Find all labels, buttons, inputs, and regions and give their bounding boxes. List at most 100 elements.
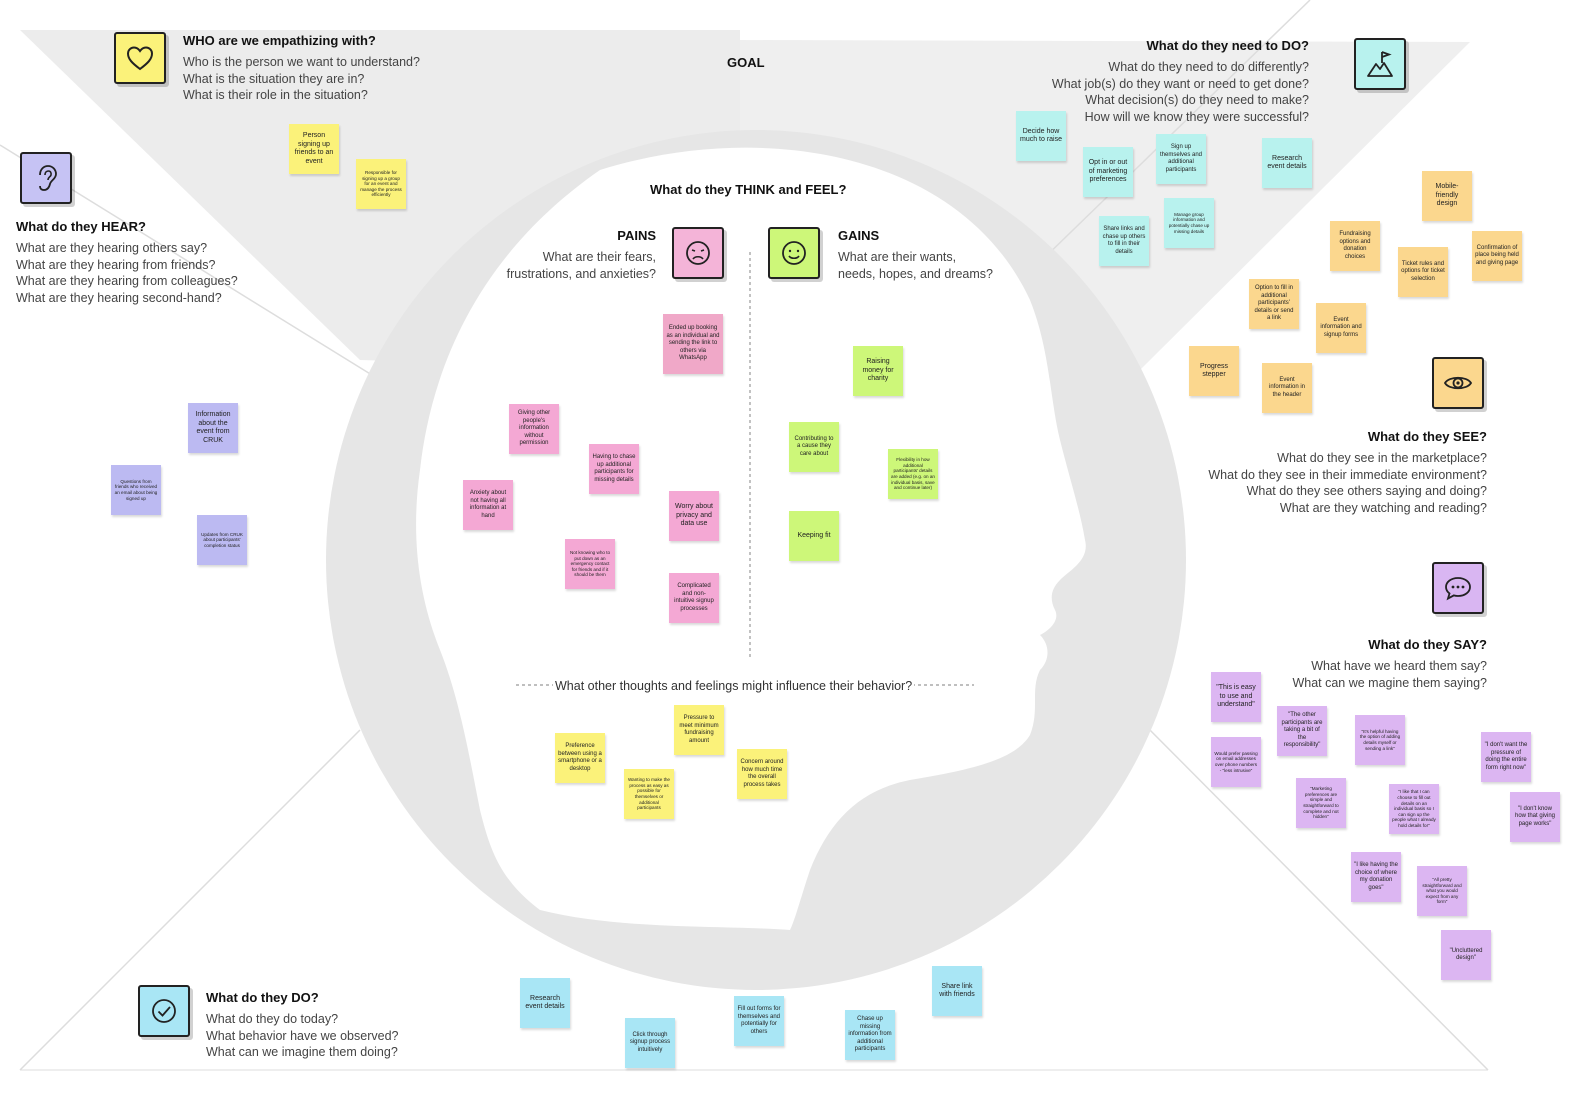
sticky-note[interactable]: Chase up missing information from additi… bbox=[845, 1010, 895, 1060]
sticky-note[interactable]: Event information in the header bbox=[1262, 363, 1312, 413]
sticky-note[interactable]: Complicated and non-intuitive signup pro… bbox=[669, 573, 719, 623]
hear-question: What are they hearing from friends? bbox=[16, 257, 216, 272]
sticky-note[interactable]: Not knowing who to put down as an emerge… bbox=[565, 539, 615, 589]
hear-icon-box bbox=[20, 152, 72, 204]
sticky-note[interactable]: Preference between using a smartphone or… bbox=[555, 733, 605, 783]
smile-face-icon bbox=[782, 241, 806, 265]
sticky-note[interactable]: Flexibility in how additional participan… bbox=[888, 449, 938, 499]
sticky-note[interactable]: Giving other people's information withou… bbox=[509, 404, 559, 454]
sticky-note[interactable]: Concern around how much time the overall… bbox=[737, 749, 787, 799]
gains-question: needs, hopes, and dreams? bbox=[838, 266, 993, 281]
sticky-note[interactable]: Ended up booking as an individual and se… bbox=[663, 314, 723, 374]
say-section: What do they SAY? What have we heard the… bbox=[1292, 637, 1487, 691]
sticky-note[interactable]: Mobile-friendly design bbox=[1422, 171, 1472, 221]
hear-question: What are they hearing others say? bbox=[16, 241, 208, 255]
see-section: What do they SEE? What do they see in th… bbox=[1208, 429, 1487, 516]
sticky-note[interactable]: Person signing up friends to an event bbox=[289, 124, 339, 174]
gains-question: What are their wants, bbox=[838, 250, 957, 264]
sticky-note[interactable]: Progress stepper bbox=[1189, 346, 1239, 396]
do-question: What can we imagine them doing? bbox=[206, 1045, 398, 1059]
pains-question: What are their fears, bbox=[542, 250, 656, 264]
see-question: What do they see in the marketplace? bbox=[1277, 451, 1487, 465]
do-section: What do they DO? What do they do today? … bbox=[206, 990, 398, 1061]
see-question: What do they see others saying and doing… bbox=[1246, 484, 1487, 498]
need-title: What do they need to DO? bbox=[1146, 38, 1310, 53]
need-question: What do they need to do differently? bbox=[1108, 60, 1309, 74]
who-title: WHO are we empathizing with? bbox=[183, 33, 376, 48]
goal-label: GOAL bbox=[727, 55, 765, 70]
ear-icon bbox=[39, 165, 57, 191]
sticky-note[interactable]: Responsible for signing up a group for a… bbox=[356, 159, 406, 209]
sticky-note[interactable]: Anxiety about not having all information… bbox=[463, 480, 513, 530]
gains-icon-box bbox=[768, 227, 820, 279]
divider-line bbox=[19, 729, 361, 1071]
sticky-note[interactable]: "I like having the choice of where my do… bbox=[1351, 852, 1401, 902]
sticky-note[interactable]: "I don't want the pressure of doing the … bbox=[1481, 732, 1531, 782]
sticky-note[interactable]: Sign up themselves and additional partic… bbox=[1156, 134, 1206, 184]
sticky-note[interactable]: Having to chase up additional participan… bbox=[589, 444, 639, 494]
sticky-note[interactable]: "All pretty straightforward and what you… bbox=[1417, 866, 1467, 916]
gains-section: GAINS What are their wants, needs, hopes… bbox=[838, 228, 993, 282]
hear-section: What do they HEAR? What are they hearing… bbox=[16, 219, 238, 306]
need-question: How will we know they were successful? bbox=[1084, 109, 1309, 124]
sticky-note[interactable]: Raising money for charity bbox=[853, 346, 903, 396]
sticky-note[interactable]: "The other participants are taking a bit… bbox=[1277, 706, 1327, 756]
sticky-note[interactable]: "This is easy to use and understand" bbox=[1211, 672, 1261, 722]
sticky-note[interactable]: "I don't know how that giving page works… bbox=[1510, 792, 1560, 842]
need-icon-box bbox=[1354, 38, 1406, 90]
sticky-note[interactable]: Contributing to a cause they care about bbox=[789, 422, 839, 472]
speech-bubble-icon bbox=[1445, 577, 1471, 601]
do-title: What do they DO? bbox=[206, 990, 319, 1005]
sticky-note[interactable]: Decide how much to raise bbox=[1016, 111, 1066, 161]
need-question: What job(s) do they want or need to get … bbox=[1051, 76, 1309, 91]
see-question: What do they see in their immediate envi… bbox=[1208, 467, 1487, 482]
flag-mountain-icon bbox=[1367, 51, 1393, 77]
divider-line bbox=[1139, 719, 1489, 1071]
say-question: What can we magine them saying? bbox=[1292, 675, 1487, 690]
pains-section: PAINS What are their fears, frustrations… bbox=[507, 228, 656, 282]
sticky-note[interactable]: Updates from CRUK about participants' co… bbox=[197, 515, 247, 565]
sticky-note[interactable]: Research event details bbox=[520, 978, 570, 1028]
sticky-note[interactable]: Opt in or out of marketing preferences bbox=[1083, 147, 1133, 197]
other-thoughts-title: What other thoughts and feelings might i… bbox=[553, 679, 915, 693]
sticky-note[interactable]: Share link with friends bbox=[932, 966, 982, 1016]
who-question: What is their role in the situation? bbox=[183, 88, 368, 102]
sticky-note[interactable]: "It's helpful having the option of addin… bbox=[1355, 715, 1405, 765]
sticky-note[interactable]: Pressure to meet minimum fundraising amo… bbox=[674, 705, 724, 755]
frown-face-icon bbox=[686, 241, 710, 265]
sticky-note[interactable]: Fill out forms for themselves and potent… bbox=[734, 996, 784, 1046]
do-question: What behavior have we observed? bbox=[206, 1028, 399, 1043]
sticky-note[interactable]: Share links and chase up others to fill … bbox=[1099, 216, 1149, 266]
sticky-note[interactable]: Research event details bbox=[1262, 138, 1312, 188]
think-feel-title: What do they THINK and FEEL? bbox=[650, 182, 847, 197]
sticky-note[interactable]: Ticket rules and options for ticket sele… bbox=[1398, 247, 1448, 297]
hear-question: What are they hearing from colleagues? bbox=[16, 274, 238, 288]
sticky-note[interactable]: Keeping fit bbox=[789, 511, 839, 561]
say-icon-box bbox=[1432, 562, 1484, 614]
heart-icon bbox=[126, 46, 154, 71]
sticky-note[interactable]: Click through signup process intuitively bbox=[625, 1018, 675, 1068]
sticky-note[interactable]: "Marketing preferences are simple and st… bbox=[1296, 778, 1346, 828]
pains-question: frustrations, and anxieties? bbox=[506, 266, 656, 281]
sticky-note[interactable]: Event information and signup forms bbox=[1316, 303, 1366, 353]
need-question: What decision(s) do they need to make? bbox=[1085, 93, 1309, 107]
sticky-note[interactable]: Confirmation of place being held and giv… bbox=[1472, 231, 1522, 281]
sticky-note[interactable]: "I like that I can choose to fill out de… bbox=[1389, 784, 1439, 834]
sticky-note[interactable]: Option to fill in additional participant… bbox=[1249, 279, 1299, 329]
sticky-note[interactable]: Wanting to make the process as easy as p… bbox=[624, 769, 674, 819]
who-question: Who is the person we want to understand? bbox=[183, 55, 420, 69]
sticky-note[interactable]: Fundraising options and donation choices bbox=[1330, 221, 1380, 271]
sticky-note[interactable]: Questions from friends who received an e… bbox=[111, 465, 161, 515]
see-icon-box bbox=[1432, 357, 1484, 409]
sticky-note[interactable]: Information about the event from CRUK bbox=[188, 403, 238, 453]
sticky-note[interactable]: Manage group information and potentially… bbox=[1164, 198, 1214, 248]
sticky-note[interactable]: Worry about privacy and data use bbox=[669, 491, 719, 541]
who-section: WHO are we empathizing with? Who is the … bbox=[183, 33, 420, 104]
say-title: What do they SAY? bbox=[1368, 637, 1487, 652]
need-section: What do they need to DO? What do they ne… bbox=[1052, 38, 1309, 125]
sticky-note[interactable]: Would prefer passing on email addresses … bbox=[1211, 737, 1261, 787]
sticky-note[interactable]: "Uncluttered design" bbox=[1441, 930, 1491, 980]
do-icon-box bbox=[138, 985, 190, 1037]
see-title: What do they SEE? bbox=[1367, 429, 1487, 444]
who-icon-box bbox=[114, 32, 166, 84]
